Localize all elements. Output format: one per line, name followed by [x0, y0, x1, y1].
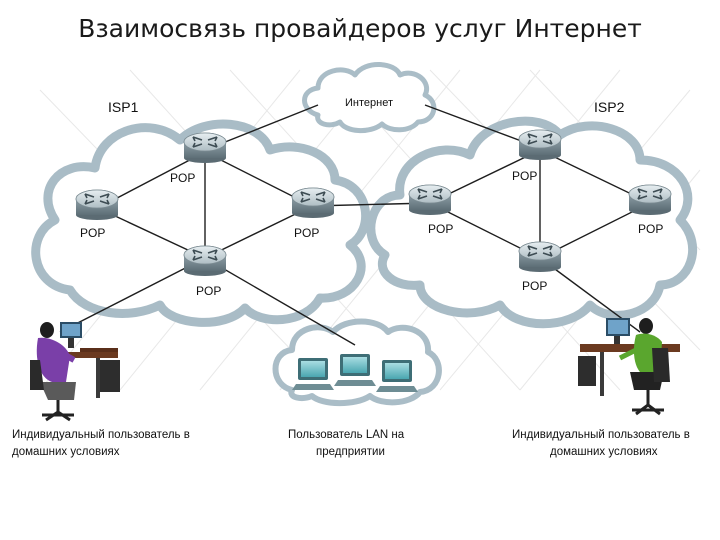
- pop-label: POP: [522, 279, 547, 293]
- caption-center-line2: предприятии: [316, 446, 385, 458]
- home-user-right: [578, 318, 680, 416]
- isp1-label: ISP1: [108, 99, 139, 115]
- isp1-pop-router-top: [183, 132, 227, 164]
- isp1-cloud: [31, 119, 370, 327]
- isp2-cloud: [366, 116, 698, 329]
- network-diagram: Интернет ISP1 ISP2 POP POP POP POP POP P…: [12, 62, 701, 458]
- isp1-pop-router-bottom: [183, 245, 227, 277]
- slide-title: Взаимосвязь провайдеров услуг Интернет: [78, 14, 642, 43]
- internet-cloud: [302, 62, 437, 133]
- caption-left-line1: Индивидуальный пользователь в: [12, 429, 190, 441]
- lan-computers: [292, 354, 418, 392]
- isp2-pop-router-right: [628, 184, 672, 216]
- caption-right-line2: домашних условиях: [550, 446, 658, 458]
- pop-label: POP: [428, 222, 453, 236]
- pop-label: POP: [294, 226, 319, 240]
- pop-label: POP: [512, 169, 537, 183]
- isp2-pop-router-left: [408, 184, 452, 216]
- internet-label: Интернет: [345, 97, 393, 109]
- pop-label: POP: [638, 222, 663, 236]
- home-user-left: [30, 322, 120, 422]
- isp1-pop-router-right: [291, 187, 335, 219]
- pop-label: POP: [196, 284, 221, 298]
- pop-label: POP: [80, 226, 105, 240]
- caption-right-line1: Индивидуальный пользователь в: [512, 429, 690, 441]
- caption-center-line1: Пользователь LAN на: [288, 429, 405, 441]
- isp2-pop-router-bottom: [518, 241, 562, 273]
- isp1-pop-router-left: [75, 189, 119, 221]
- caption-left-line2: домашних условиях: [12, 446, 120, 458]
- isp2-pop-router-top: [518, 129, 562, 161]
- pop-label: POP: [170, 171, 195, 185]
- isp2-label: ISP2: [594, 99, 625, 115]
